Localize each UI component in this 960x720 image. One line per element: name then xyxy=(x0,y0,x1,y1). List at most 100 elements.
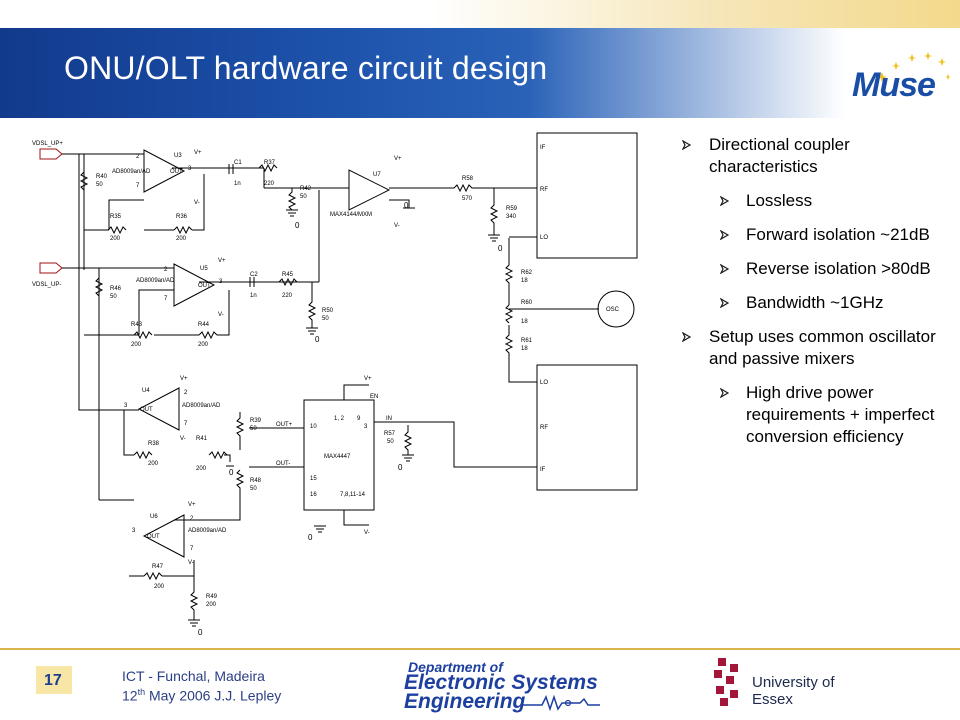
arrow-bullet-icon xyxy=(682,140,692,150)
mixer-port: IF xyxy=(540,467,546,473)
pin-label: 3 xyxy=(132,528,136,534)
page-number: 17 xyxy=(44,672,62,689)
pin-label: 7 xyxy=(164,296,168,302)
resistor-r50: R50 50 xyxy=(307,282,334,328)
page-number-highlight xyxy=(36,666,72,694)
signal-waveform-icon xyxy=(522,694,600,711)
resistor-value: 200 xyxy=(176,236,187,242)
resistor-r58: R58 570 xyxy=(389,176,537,202)
resistor-ref: R49 xyxy=(206,594,218,600)
resistor-r39: R39 50 xyxy=(235,412,262,450)
bullet-text: Bandwidth ~1GHz xyxy=(746,293,884,312)
pin-label: 7 xyxy=(184,421,188,427)
resistor-r36: R36 200 xyxy=(144,174,205,242)
splitter-max4447: MAX4447 1, 2 9 10 3 15 16 7,8,11-14 OUT+… xyxy=(249,384,537,526)
resistor-ref: R48 xyxy=(250,478,262,484)
oscillator: OSC xyxy=(597,290,635,328)
resistor-value: 200 xyxy=(148,461,159,467)
resistor-ref: R41 xyxy=(196,436,208,442)
pin-label: 7 xyxy=(136,183,140,189)
resistor-ref: R59 xyxy=(506,206,518,212)
resistor-ref: R46 xyxy=(110,286,122,292)
resistor-value: 18 xyxy=(521,278,528,284)
bullet-text: Forward isolation ~21dB xyxy=(746,225,930,244)
resistor-ref: R50 xyxy=(322,308,334,314)
resistor-r43: R43 200 xyxy=(131,322,153,348)
resistor-r45: R45 220 xyxy=(278,272,298,299)
resistor-value: 50 xyxy=(300,194,307,200)
splitter-part: MAX4447 xyxy=(324,454,351,460)
opamp-part: MAX4144/MXM xyxy=(330,212,372,218)
capacitor-value: 1n xyxy=(250,293,257,299)
circuit-schematic: VDSL_UP+ VDSL_UP- U3 AD8009an/AD OUT U5 … xyxy=(32,132,638,637)
logo-stars-icon xyxy=(877,52,952,82)
resistor-r41: R41 200 xyxy=(123,410,228,472)
resistor-value: 200 xyxy=(206,602,217,608)
resistor-ref: R37 xyxy=(264,160,276,166)
splitter-pin: 9 xyxy=(357,416,361,422)
resistor-r62: R62 18 xyxy=(504,238,533,305)
sub-bullet-item: Bandwidth ~1GHz xyxy=(676,292,946,314)
capacitor-value: 1n xyxy=(234,181,241,187)
resistor-r60: R60 18 xyxy=(504,300,599,325)
resistor-value: 18 xyxy=(521,319,528,325)
title-banner xyxy=(0,28,960,118)
sub-bullet-item: Reverse isolation >80dB xyxy=(676,258,946,280)
resistor-r57: R57 50 xyxy=(384,425,413,455)
capacitor-c1: C1 1n xyxy=(228,160,242,187)
footer-date-author: 12th May 2006 J.J. Lepley xyxy=(122,687,281,704)
splitter-pin: 3 xyxy=(364,424,368,430)
bullet-text: High drive power requirements + imperfec… xyxy=(746,383,935,446)
ground-label: 0 xyxy=(404,201,409,210)
footer-divider xyxy=(0,648,960,650)
supply-label: V+ xyxy=(218,258,226,264)
ground-label: 0 xyxy=(498,244,503,253)
splitter-port: EN xyxy=(370,394,378,400)
resistor-value: 50 xyxy=(110,294,117,300)
footer-day: 12 xyxy=(122,687,138,704)
capacitor-c2: C2 1n xyxy=(249,272,258,299)
supply-label: V- xyxy=(218,312,224,318)
capacitor-ref: C1 xyxy=(234,160,242,166)
footer-day-suffix: th xyxy=(137,687,146,697)
opamp-u5: U5 AD8009an/AD OUT xyxy=(136,263,216,307)
resistor-ref: R47 xyxy=(152,564,164,570)
top-strip xyxy=(0,0,960,28)
ground-label: 0 xyxy=(198,628,203,637)
opamp-pin-out: OUT xyxy=(170,169,183,175)
opamp-part: AD8009an/AD xyxy=(112,169,151,175)
resistor-ref: R42 xyxy=(300,186,312,192)
arrow-bullet-icon xyxy=(720,298,730,308)
supply-pins: V+ V- V+ V- V+ V- V+ V- V+ V- V+ V- xyxy=(180,150,402,566)
resistor-ref: R38 xyxy=(148,441,160,447)
capacitor-ref: C2 xyxy=(250,272,258,278)
bullet-item: Setup uses common oscillator and passive… xyxy=(676,326,946,370)
department-logo: Department of Electronic Systems Enginee… xyxy=(404,659,600,713)
footer-rest: May 2006 J.J. Lepley xyxy=(145,687,282,704)
resistor-ref: R62 xyxy=(521,270,533,276)
mixer-port: LO xyxy=(540,380,548,386)
opamp-ref: U3 xyxy=(174,153,182,159)
muse-logo: Muse xyxy=(842,44,952,110)
pin-label: 2 xyxy=(190,516,194,522)
resistor-r59: R59 340 xyxy=(489,188,518,235)
resistor-ref: R39 xyxy=(250,418,262,424)
ground-label: 0 xyxy=(315,335,320,344)
mixer-bottom: LO RF IF xyxy=(536,364,638,491)
resistor-ref: R61 xyxy=(521,338,533,344)
supply-label: V+ xyxy=(180,376,188,382)
mixer-top: IF RF LO xyxy=(509,132,638,259)
resistor-ref: R45 xyxy=(282,272,294,278)
supply-label: V+ xyxy=(394,156,402,162)
opamp-part: AD8009an/AD xyxy=(182,403,221,409)
supply-label: V- xyxy=(364,530,370,536)
dept-line1: Department of xyxy=(408,659,503,675)
arrow-bullet-icon xyxy=(682,332,692,342)
resistor-value: 50 xyxy=(322,316,329,322)
splitter-pin: 1, 2 xyxy=(334,416,345,422)
pin-label: 2 xyxy=(136,154,140,160)
supply-label: V- xyxy=(194,200,200,206)
essex-crest-icon xyxy=(714,658,738,706)
splitter-pin: 16 xyxy=(310,492,317,498)
splitter-port: IN xyxy=(386,416,392,422)
